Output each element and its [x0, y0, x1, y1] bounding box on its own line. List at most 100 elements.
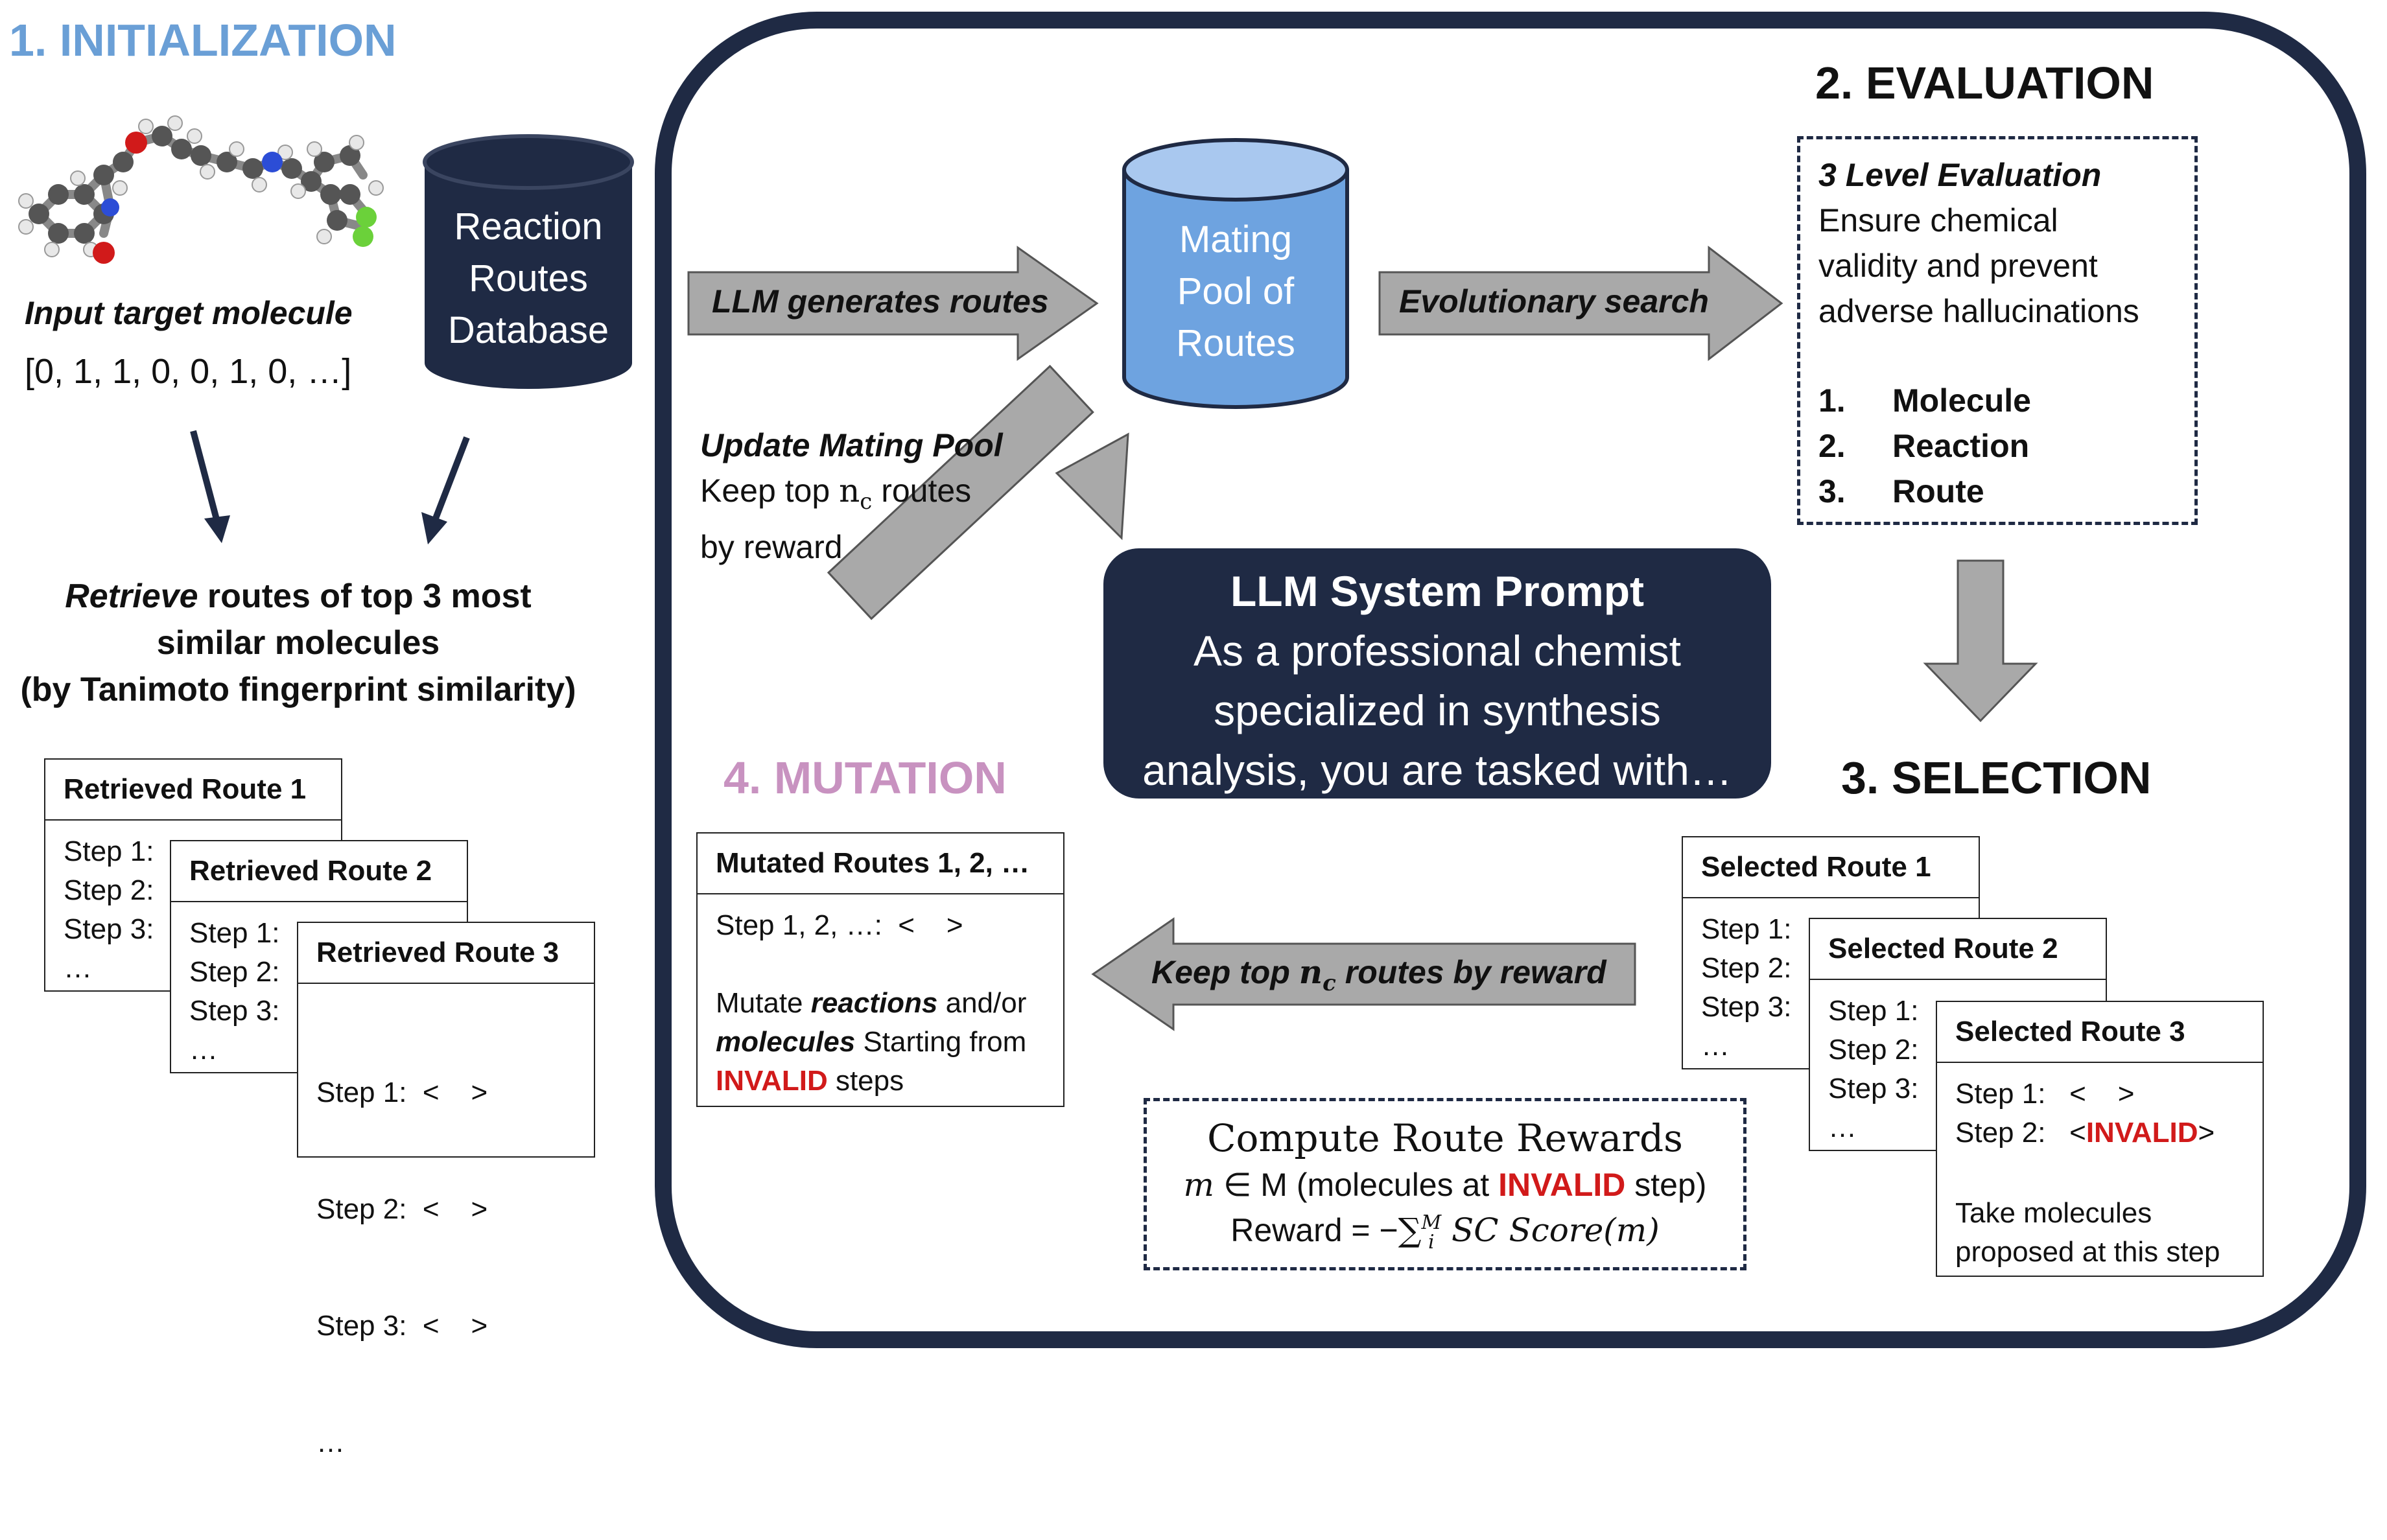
mutation-title: 4. MUTATION [723, 752, 1007, 803]
mutate-word: Mutate [716, 987, 811, 1019]
andor-word: and/or [937, 987, 1027, 1019]
step2-suffix: > [2198, 1117, 2215, 1149]
keep-top-label: Keep top nc routes by reward [1151, 953, 1606, 996]
card-step: Step 2: [64, 874, 154, 906]
card-step: Step 1: < > [316, 1077, 488, 1108]
molecules-word: molecules [716, 1026, 856, 1058]
card-step: Step 3: [64, 913, 154, 945]
pool-line-1: Mating [1179, 218, 1293, 261]
flow-arrows [687, 245, 2038, 1031]
evaluation-desc-3: adverse hallucinations [1818, 293, 2139, 329]
card-step: Step 3: [1701, 991, 1792, 1023]
update-mating-pool-text: Update Mating Pool Keep top nc routes by… [700, 423, 1003, 570]
keep-top-arrow [1091, 917, 1636, 1031]
card-step: Step 1: [189, 917, 280, 949]
fingerprint-vector: [0, 1, 1, 0, 0, 1, 0, …] [25, 352, 352, 391]
level-label: Molecule [1892, 382, 2031, 419]
route-rewards-box: Compute Route Rewards m ∈ M (molecules a… [1144, 1098, 1746, 1270]
card-step: Step 3: < > [316, 1310, 488, 1342]
rewards-in-m: ∈ M [1214, 1167, 1288, 1203]
reward-sum-sub: i [1428, 1230, 1435, 1254]
level-num: 2. [1818, 428, 1846, 464]
card-step: Step 1: < > [1955, 1078, 2135, 1110]
card-title: Selected Route 3 [1937, 1002, 2263, 1063]
update-n: n [839, 472, 860, 509]
database-line-3: Database [447, 309, 609, 351]
reward-sum-sup: M [1421, 1211, 1442, 1234]
card-step: Step 3: [1828, 1073, 1919, 1104]
update-suffix: routes [872, 472, 972, 509]
evaluation-level-3: 3.Route [1818, 469, 2139, 514]
starting-word: Starting from [855, 1026, 1027, 1058]
step2-prefix: Step 2: < [1955, 1117, 2086, 1149]
generate-arrow [687, 246, 1099, 361]
card-step: … [189, 1034, 218, 1066]
card-title: Selected Route 2 [1810, 919, 2106, 980]
level-num: 1. [1818, 382, 1846, 419]
card-title: Retrieved Route 3 [298, 923, 594, 984]
evaluation-level-1: 1. Molecule [1818, 378, 2139, 423]
level-label: Reaction [1892, 428, 2030, 464]
card-step: Step 2: [1701, 952, 1792, 984]
selected-note-2: proposed at this step [1955, 1236, 2220, 1268]
retrieve-arrows [190, 430, 470, 544]
pool-line-2: Pool of [1177, 270, 1295, 312]
pool-line-3: Routes [1176, 322, 1295, 364]
card-step: Step 3: [189, 995, 280, 1027]
input-molecule-label: Input target molecule [25, 295, 353, 331]
evaluation-desc-1: Ensure chemical [1818, 202, 2058, 239]
database-label: Reaction Routes Database [418, 201, 639, 356]
card-step: … [316, 1427, 345, 1458]
reaction-routes-database [423, 134, 634, 389]
rewards-mol-prefix: (molecules at [1287, 1167, 1499, 1203]
retrieved-route-card-3: Retrieved Route 3 Step 1: < > Step 2: < … [297, 922, 595, 1458]
prompt-title: LLM System Prompt [1230, 567, 1645, 615]
initialization-title: 1. INITIALIZATION [9, 15, 397, 65]
card-step-invalid: Step 2: <INVALID> [1955, 1114, 2263, 1152]
update-prefix: Keep top [700, 472, 840, 509]
card-title: Retrieved Route 2 [171, 841, 467, 902]
card-title: Retrieved Route 1 [45, 760, 341, 821]
selection-title: 3. SELECTION [1841, 752, 2152, 803]
rewards-mol-suffix: step) [1625, 1167, 1707, 1203]
selected-note-1: Take molecules [1955, 1197, 2152, 1229]
rewards-title: Compute Route Rewards [1207, 1116, 1683, 1160]
level-label: Route [1892, 473, 1984, 509]
card-step: Step 2: [189, 956, 280, 988]
llm-system-prompt: LLM System Prompt As a professional chem… [1103, 548, 1771, 799]
molecule-image [18, 115, 384, 264]
card-step: Step 2: [1828, 1034, 1919, 1066]
reactions-word: reactions [810, 987, 938, 1019]
evaluation-desc-2: validity and prevent [1818, 248, 2098, 284]
evolution-loop-frame [655, 12, 2366, 1348]
invalid-badge: INVALID [716, 1065, 828, 1097]
reward-sum: ∑ [1398, 1211, 1422, 1249]
card-step: … [64, 952, 92, 984]
update-sub: c [860, 489, 873, 515]
steps-word: steps [827, 1065, 904, 1097]
retrieve-word: Retrieve [65, 578, 198, 615]
rewards-m: m [1183, 1166, 1214, 1204]
update-title: Update Mating Pool [700, 427, 1003, 463]
card-step: Step 2: < > [316, 1193, 488, 1225]
card-step: Step 1: [1701, 913, 1792, 945]
keep-sub: c [1323, 970, 1336, 996]
mutated-routes-card: Mutated Routes 1, 2, … Step 1, 2, …: < >… [696, 832, 1064, 1107]
retrieve-rest: routes of top 3 most [198, 578, 532, 615]
mating-pool-label: Mating Pool of Routes [1119, 214, 1352, 369]
prompt-line-2: specialized in synthesis [1214, 686, 1661, 734]
rewards-invalid: INVALID [1498, 1167, 1626, 1203]
database-line-2: Routes [469, 257, 588, 299]
evaluation-heading: 3 Level Evaluation [1818, 157, 2102, 193]
evaluation-title: 2. EVALUATION [1815, 58, 2154, 108]
keep-prefix: Keep top [1151, 954, 1299, 990]
keep-suffix: routes by reward [1335, 954, 1606, 990]
evaluation-box: 3 Level Evaluation Ensure chemical valid… [1797, 136, 2198, 525]
selected-route-card-3: Selected Route 3 Step 1: < > Step 2: <IN… [1936, 1001, 2264, 1277]
prompt-line-3: analysis, you are tasked with… [1142, 746, 1732, 794]
retrieve-line-3: (by Tanimoto fingerprint similarity) [20, 671, 576, 708]
retrieve-description: Retrieve routes of top 3 most similar mo… [0, 573, 596, 713]
card-step: … [1828, 1112, 1857, 1143]
evolve-arrow [1378, 245, 1783, 362]
card-step: Step 1: [1828, 995, 1919, 1027]
